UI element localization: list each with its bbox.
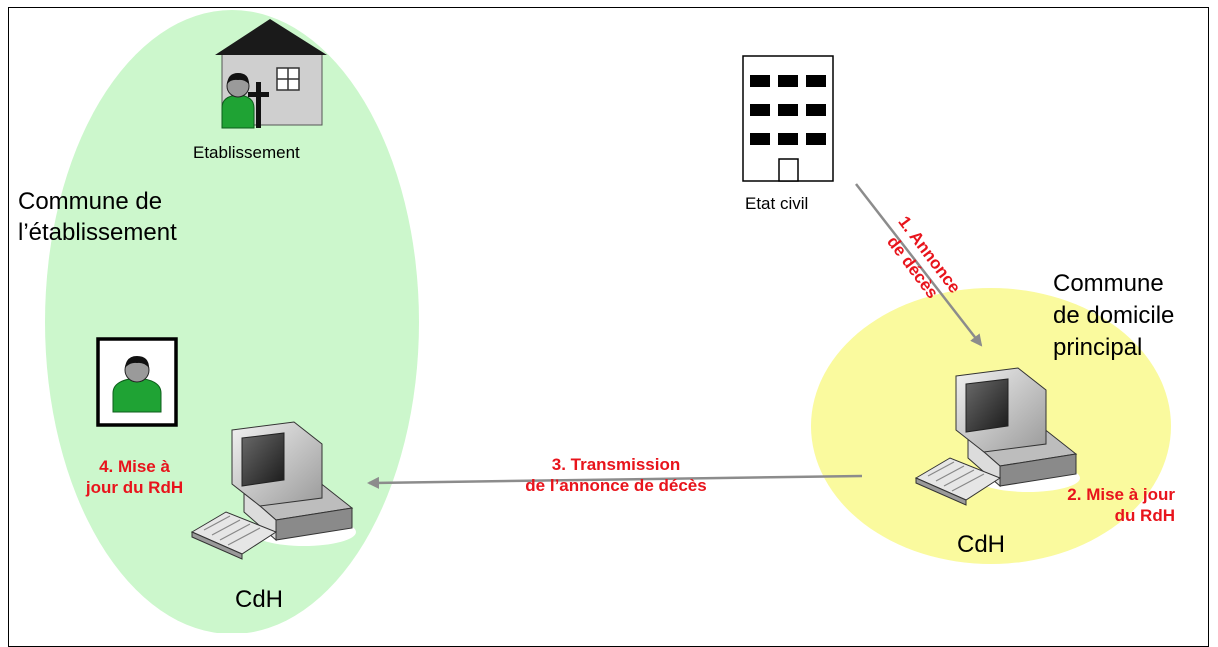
computer-icon-left xyxy=(190,421,356,560)
step3-label: 3. Transmission de l’annonce de décès xyxy=(507,454,725,496)
establishment-zone-label-line2: l’établissement xyxy=(18,219,177,246)
establishment-zone xyxy=(45,10,419,633)
cdh-right-label: CdH xyxy=(957,531,1006,558)
domicile-zone-label-line2: de domicile xyxy=(1053,302,1175,329)
arrow-transmission xyxy=(367,474,863,489)
civil-registry-label: Etat civil xyxy=(745,194,809,213)
step4-label-line1: 4. Mise à xyxy=(99,457,170,476)
establishment-zone-label-line1: Commune de xyxy=(18,188,163,215)
step2-label: 2. Mise à jour du RdH xyxy=(1030,484,1175,526)
domicile-zone-label: Commune de domicile principal xyxy=(1053,268,1174,364)
diagram-canvas xyxy=(45,10,1171,633)
person-portrait-icon xyxy=(96,337,178,427)
step4-label: 4. Mise à jour du RdH xyxy=(77,456,192,498)
step2-label-line2: du RdH xyxy=(1114,506,1175,525)
step4-label-line2: jour du RdH xyxy=(85,478,184,497)
step3-label-line1: 3. Transmission xyxy=(551,455,681,474)
step2-label-line1: 2. Mise à jour xyxy=(1067,485,1175,504)
step3-label-line2: de l’annonce de décès xyxy=(525,476,707,495)
arrow-death-announcement xyxy=(855,183,983,347)
cdh-left-label: CdH xyxy=(235,586,284,613)
domicile-zone-label-line1: Commune xyxy=(1053,270,1164,297)
domicile-zone-label-line3: principal xyxy=(1053,334,1143,361)
computer-icon-right xyxy=(914,367,1080,506)
establishment-label: Etablissement xyxy=(193,143,300,162)
civil-registry-building-icon xyxy=(742,55,834,182)
establishment-zone-label: Commune de l’établissement xyxy=(18,186,177,248)
deceased-person-icon xyxy=(221,73,269,129)
